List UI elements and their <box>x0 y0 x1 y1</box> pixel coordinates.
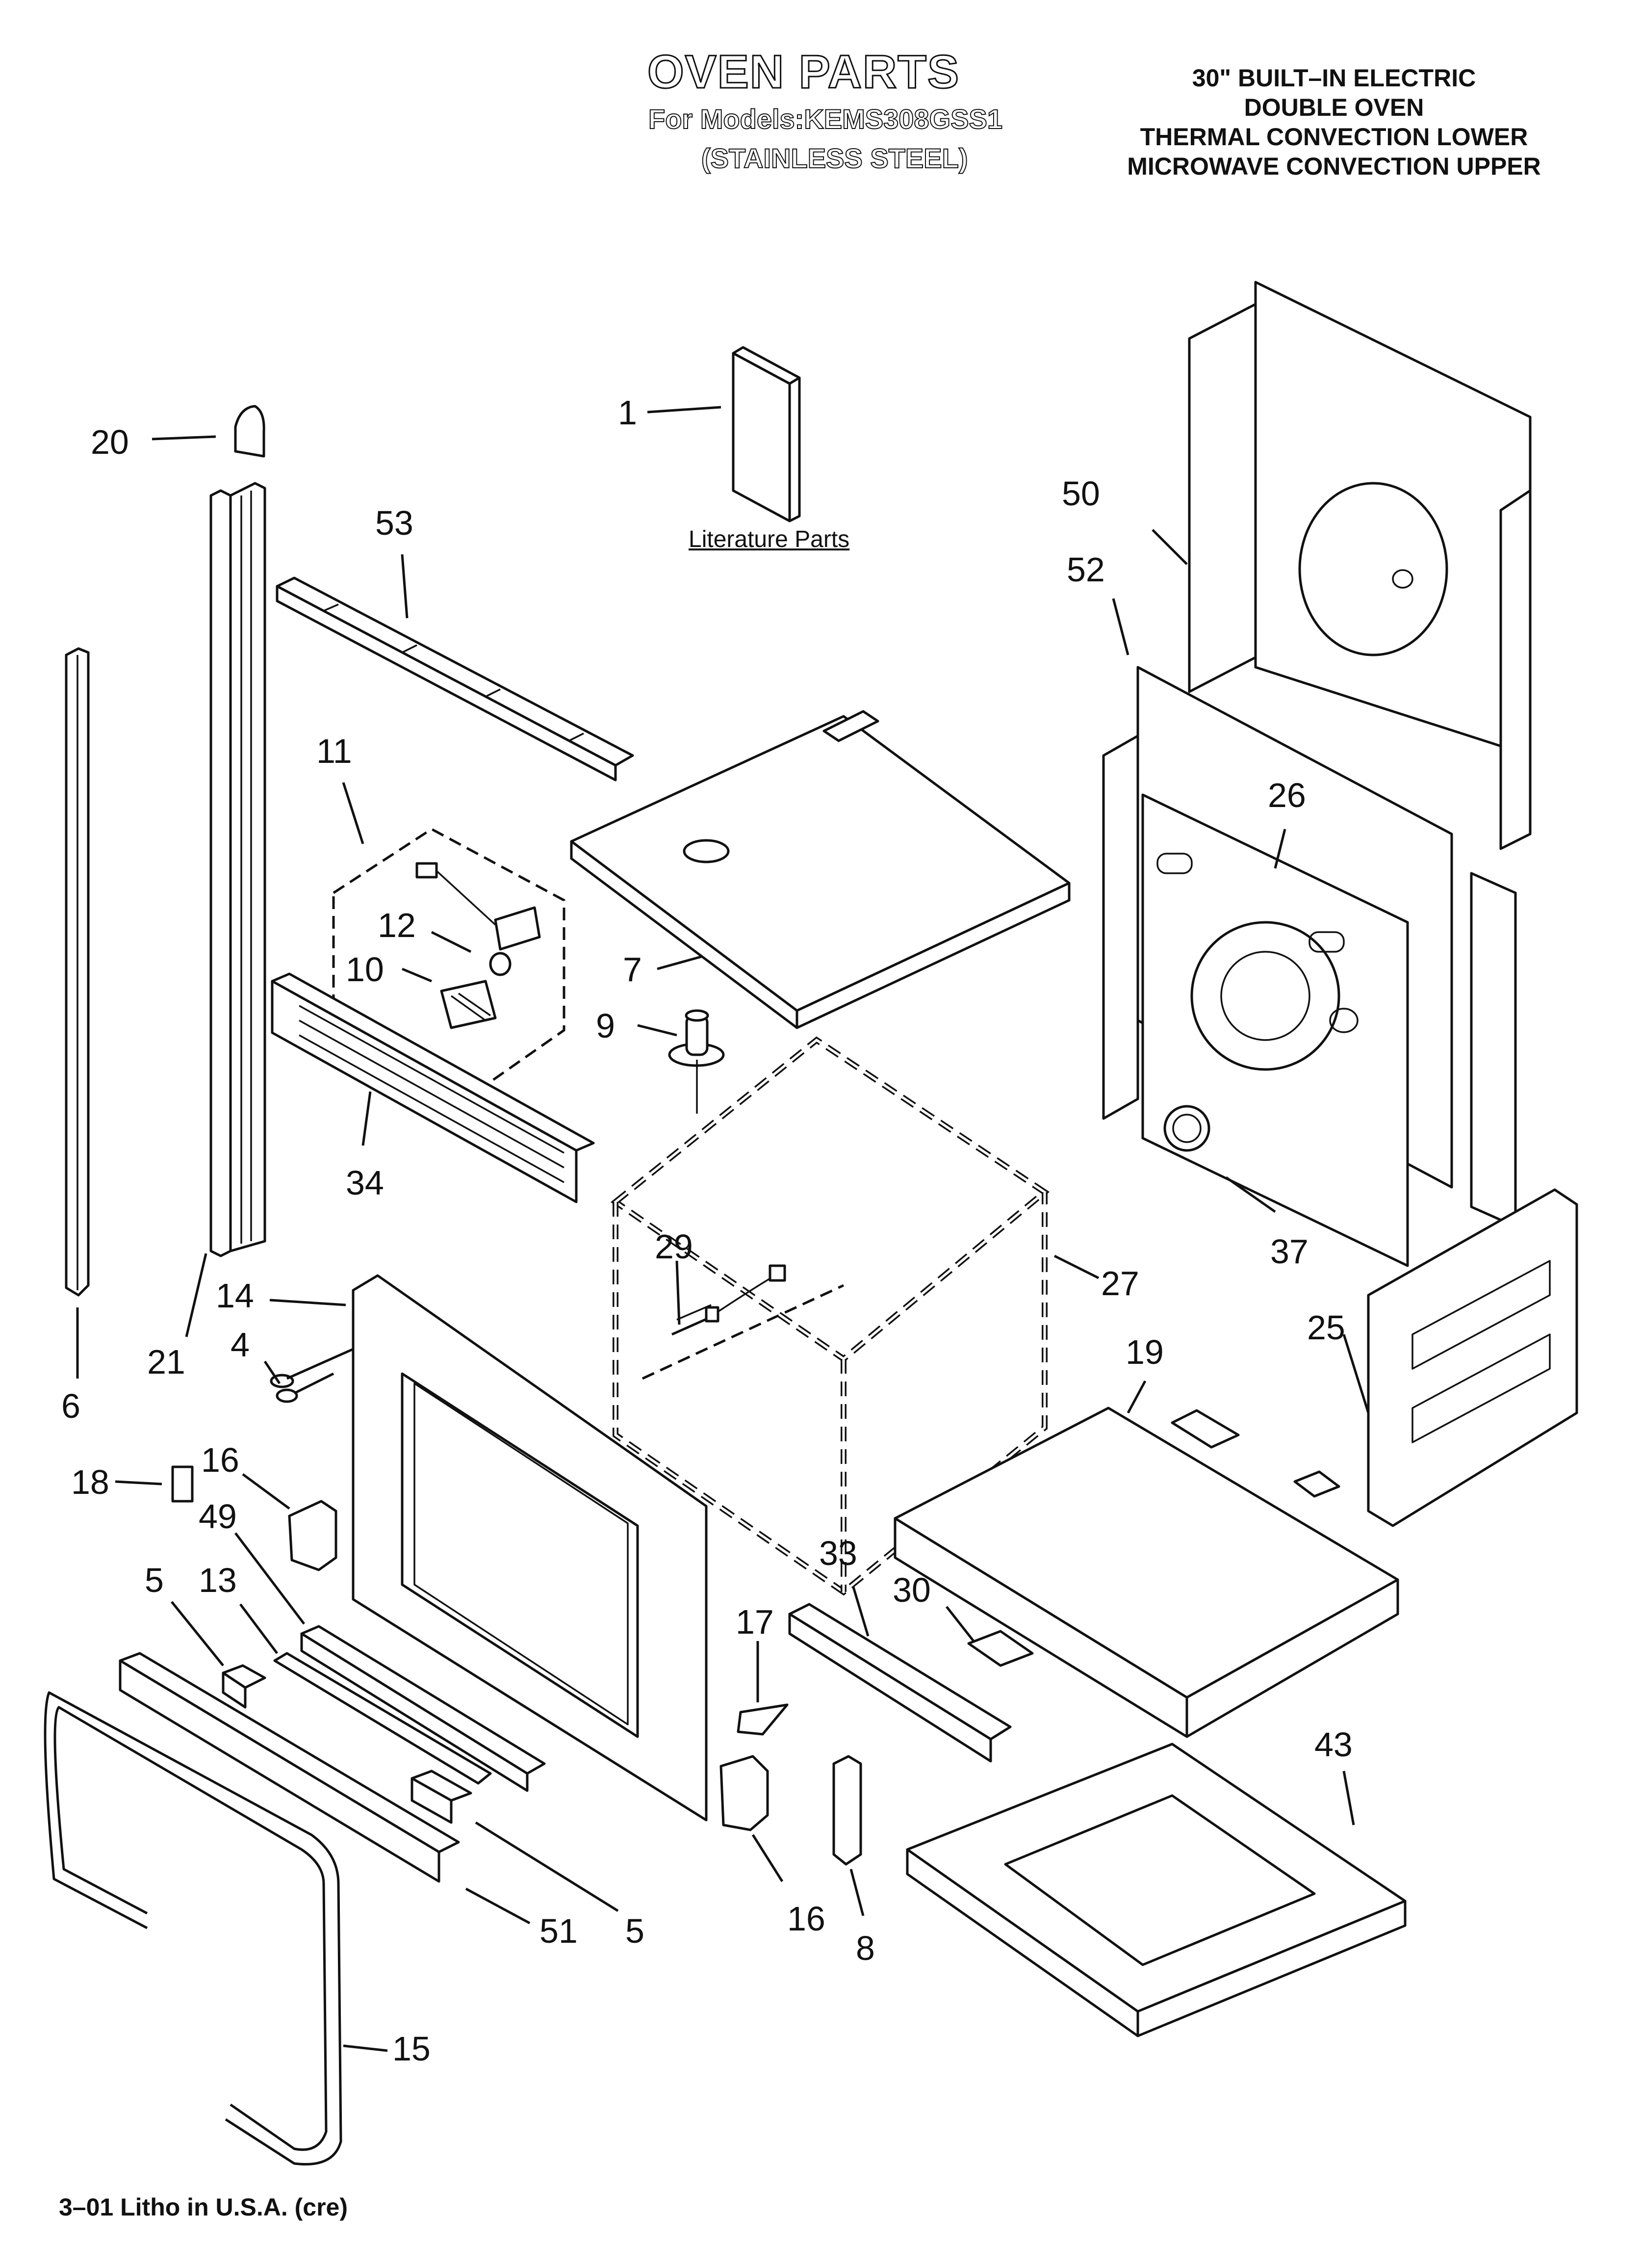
callout-17: 17 <box>736 1603 774 1641</box>
callout-5b: 5 <box>625 1912 644 1950</box>
callout-8: 8 <box>856 1929 875 1967</box>
finish-line: (STAINLESS STEEL) <box>701 142 968 174</box>
callout-25: 25 <box>1307 1308 1345 1347</box>
literature-parts-label: Literature Parts <box>689 526 850 552</box>
part-light-assembly-11 <box>332 828 565 1100</box>
part-hinge-16a <box>288 1500 337 1571</box>
part-rear-panel-50 <box>1188 281 1532 850</box>
part-oven-cavity-27 <box>610 1036 1050 1596</box>
callout-16b: 16 <box>787 1900 825 1938</box>
callout-29: 29 <box>655 1227 693 1266</box>
part-end-cap <box>234 405 265 458</box>
callout-10: 10 <box>346 950 384 989</box>
spec-line-1: 30" BUILT–IN ELECTRIC <box>1192 64 1476 92</box>
callout-50: 50 <box>1062 474 1100 513</box>
callout-7: 7 <box>623 950 642 989</box>
callout-37: 37 <box>1270 1232 1308 1271</box>
part-fan-housing-26 <box>1102 666 1517 1267</box>
part-spacer-13 <box>273 1652 492 1785</box>
part-screw-4 <box>276 1372 334 1403</box>
page-title: OVEN PARTS <box>647 45 960 99</box>
part-bracket-8 <box>832 1755 862 1866</box>
callout-21: 21 <box>147 1343 185 1381</box>
part-sensor-29 <box>671 1264 786 1336</box>
callout-11: 11 <box>316 732 352 770</box>
callout-52: 52 <box>1067 550 1105 589</box>
callout-14: 14 <box>216 1277 254 1315</box>
callout-16a: 16 <box>201 1441 239 1479</box>
part-literature-booklet <box>732 346 801 522</box>
footer-print-note: 3–01 Litho in U.S.A. (cre) <box>59 2193 348 2221</box>
callout-6: 6 <box>61 1387 80 1425</box>
callout-15: 15 <box>392 2030 431 2068</box>
part-fuse-9 <box>668 1009 725 1114</box>
part-clip-30 <box>967 1630 1034 1667</box>
callout-1: 1 <box>618 393 637 432</box>
part-block-5b <box>410 1770 472 1824</box>
part-lower-trim-51 <box>119 1652 460 1883</box>
part-deflector-53 <box>276 576 634 782</box>
part-thermostat-37 <box>1163 1105 1210 1152</box>
part-bracket-18 <box>171 1465 194 1503</box>
callout-43: 43 <box>1314 1725 1353 1764</box>
spec-line-3: THERMAL CONVECTION LOWER <box>1140 123 1528 151</box>
part-bottom-pan-43 <box>906 1743 1407 2037</box>
callout-20: 20 <box>91 423 129 461</box>
part-side-trim-21 <box>209 482 266 1257</box>
part-side-panel-25 <box>1367 1188 1578 1527</box>
callout-51: 51 <box>539 1912 578 1950</box>
part-bar-49 <box>300 1625 546 1792</box>
part-vent-panel-34 <box>271 972 595 1203</box>
callouts-layer: 1 20 53 50 52 26 11 12 10 7 9 34 <box>61 393 1370 2068</box>
callout-5a: 5 <box>145 1561 164 1599</box>
part-front-frame-14 <box>270 1274 708 1822</box>
callout-18: 18 <box>71 1463 109 1501</box>
callout-30: 30 <box>893 1571 931 1609</box>
spec-line-4: MICROWAVE CONVECTION UPPER <box>1127 153 1541 180</box>
callout-27: 27 <box>1101 1264 1139 1303</box>
callout-12: 12 <box>378 906 416 944</box>
callout-49: 49 <box>199 1497 237 1536</box>
callout-26: 26 <box>1268 776 1306 814</box>
model-line: For Models:KEMS308GSS1 <box>648 103 1003 135</box>
part-block-5a <box>222 1664 266 1709</box>
part-bottom-cover-19 <box>894 1407 1399 1738</box>
callout-13: 13 <box>199 1561 237 1599</box>
callout-53: 53 <box>375 504 413 542</box>
part-channel-33 <box>788 1603 1012 1763</box>
part-bracket-17 <box>737 1703 789 1736</box>
callout-34: 34 <box>346 1164 384 1202</box>
spec-line-2: DOUBLE OVEN <box>1244 94 1424 121</box>
callout-33: 33 <box>819 1534 857 1572</box>
callout-4: 4 <box>231 1326 250 1364</box>
part-door-gasket-15 <box>44 1691 342 2166</box>
callout-9: 9 <box>596 1007 615 1045</box>
callout-19: 19 <box>1126 1333 1164 1371</box>
part-vertical-rail-6 <box>65 647 90 1297</box>
part-top-shield-7 <box>570 710 1071 1029</box>
part-hinge-bracket-16b <box>719 1755 769 1831</box>
